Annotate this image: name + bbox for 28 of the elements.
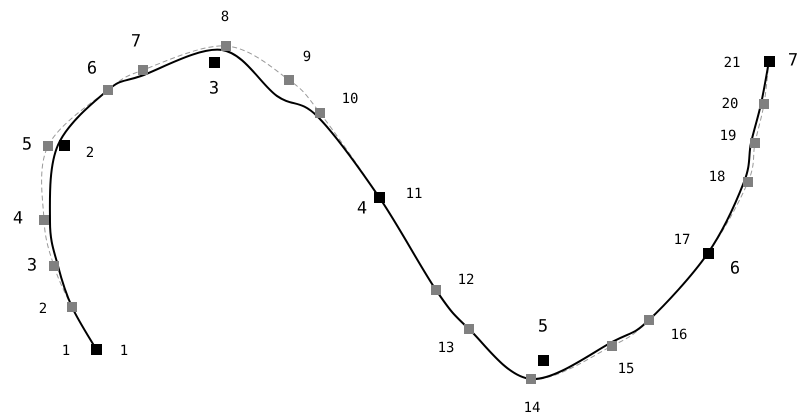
point-number: 9 bbox=[302, 50, 312, 64]
point-number: 15 bbox=[618, 362, 634, 376]
point-number: 4 bbox=[356, 200, 368, 218]
point-number: 2 bbox=[38, 302, 48, 316]
point-number: 14 bbox=[524, 401, 540, 415]
point-number: 6 bbox=[86, 60, 98, 78]
point-number: 1 bbox=[120, 344, 128, 358]
point-number: 6 bbox=[730, 260, 740, 278]
point-number: 13 bbox=[438, 341, 454, 355]
point-number: 12 bbox=[458, 273, 474, 287]
point-number: 4 bbox=[12, 210, 24, 228]
point-number: 3 bbox=[26, 258, 38, 274]
point-number: 5 bbox=[538, 318, 548, 336]
point-number: 1 bbox=[62, 344, 70, 358]
point-number: 2 bbox=[86, 146, 94, 160]
point-number: 18 bbox=[708, 170, 726, 184]
point-number: 5 bbox=[22, 136, 32, 154]
point-number: 19 bbox=[720, 129, 736, 143]
point-number: 17 bbox=[674, 233, 690, 247]
point-number: 11 bbox=[406, 187, 422, 201]
point-number: 7 bbox=[788, 52, 798, 70]
point-number: 20 bbox=[722, 97, 738, 111]
point-number: 7 bbox=[130, 34, 142, 50]
point-number: 10 bbox=[342, 92, 358, 106]
point-number: 21 bbox=[724, 56, 740, 70]
point-number: 16 bbox=[670, 328, 688, 342]
point-number: 8 bbox=[220, 10, 230, 24]
point-number: 3 bbox=[208, 80, 220, 98]
